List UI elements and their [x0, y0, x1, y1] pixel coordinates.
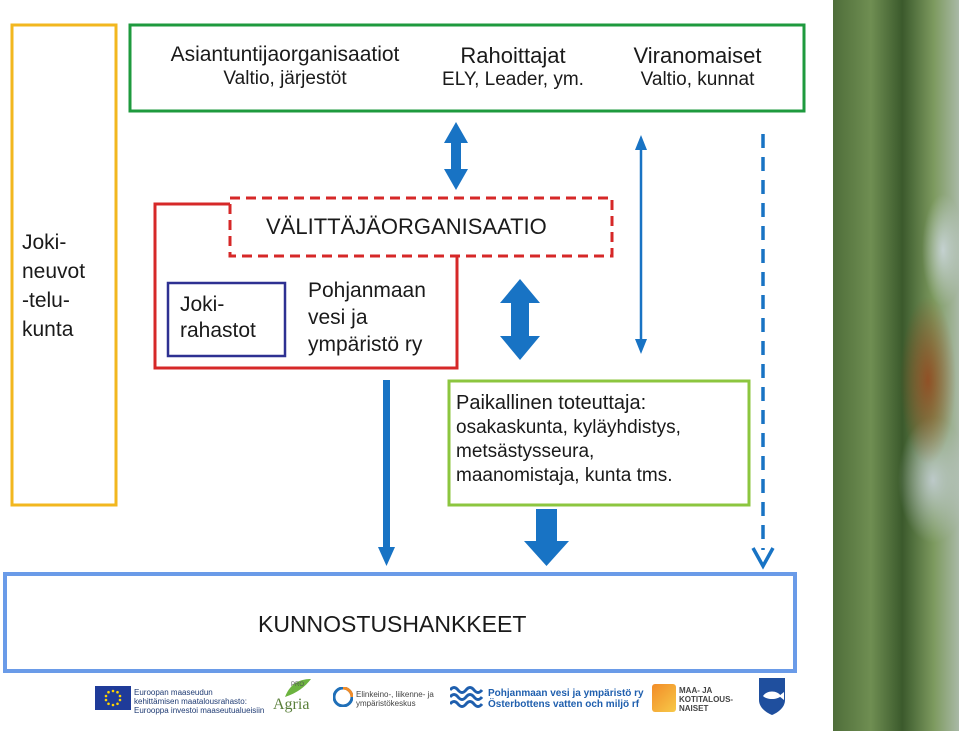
paikallinen-line-3: maanomistaja, kunta tms.: [456, 465, 673, 486]
paikallinen-line-1: osakaskunta, kyläyhdistys,: [456, 417, 681, 438]
top-organizations-box: [128, 23, 806, 113]
pohjanmaan-label: Pohjanmaan vesi ja ympäristö ry: [308, 277, 426, 358]
jokirahastot-label: Joki- rahastot: [180, 292, 256, 344]
pohjanmaan-line-1: Pohjanmaan: [308, 279, 426, 302]
neuvottelukunta-line-1: Joki-: [22, 231, 67, 254]
arrow-pohjanmaan-down: [378, 380, 395, 566]
pohjanmaan-line-3: ympäristö ry: [308, 333, 423, 356]
neuvottelukunta-label: Joki- neuvot -telu- kunta: [22, 228, 112, 344]
agria-name: Agria: [273, 696, 310, 713]
arrow-paikallinen-down: [524, 509, 569, 566]
rahoittajat-title: Rahoittajat: [460, 43, 566, 68]
kunnostus-label: KUNNOSTUSHANKKEET: [258, 611, 527, 637]
jokirahastot-line-1: Joki-: [180, 293, 225, 316]
eu-text-line-1: Euroopan maaseudun: [134, 688, 213, 697]
asiantuntijat-group: Asiantuntijaorganisaatiot Valtio, järjes…: [150, 42, 420, 91]
valittaja-label: VÄLITTÄJÄORGANISAATIO: [266, 214, 547, 239]
maa-text-line-2: KOTITALOUS-: [679, 695, 734, 704]
paikallinen-title: Paikallinen toteuttaja:: [456, 392, 647, 414]
neuvottelukunta-line-2: neuvot: [22, 260, 86, 283]
valittaja-dashed-box: [228, 196, 614, 258]
red-frame: [153, 202, 459, 370]
maa-icon: [652, 684, 676, 712]
kunnostus-box: [3, 572, 797, 673]
ely-text-line-2: ympäristökeskus: [356, 699, 416, 708]
eu-flag-icon: [95, 686, 131, 710]
neuvottelukunta-box: [10, 23, 118, 507]
pvy-text-line-2: Österbottens vatten och miljö rf: [488, 699, 640, 710]
pvy-text: Pohjanmaan vesi ja ympäristö ry Österbot…: [488, 688, 644, 710]
rahoittajat-group: Rahoittajat ELY, Leader, ym.: [423, 43, 603, 92]
large-double-arrow: [500, 279, 540, 360]
neuvottelukunta-line-4: kunta: [22, 318, 74, 341]
ely-icon: [333, 687, 353, 707]
asiantuntijat-title: Asiantuntijaorganisaatiot: [170, 43, 400, 66]
pvy-waves-icon: [450, 684, 484, 708]
eu-text-line-3: Eurooppa investoi maaseutualueisiin: [134, 706, 265, 715]
paikallinen-label: Paikallinen toteuttaja: osakaskunta, kyl…: [456, 391, 681, 488]
river-photo: [833, 0, 959, 731]
ely-text-line-1: Elinkeino-, liikenne- ja: [356, 690, 434, 699]
thin-double-arrow-viranomaiset: [635, 135, 647, 354]
viranomaiset-subtitle: Valtio, kunnat: [640, 69, 755, 90]
eu-text-line-2: kehittämisen maatalousrahasto:: [134, 697, 247, 706]
ely-text: Elinkeino-, liikenne- ja ympäristökeskus: [356, 690, 434, 708]
viranomaiset-group: Viranomaiset Valtio, kunnat: [610, 43, 785, 92]
paikallinen-line-2: metsästysseura,: [456, 441, 595, 462]
rahoittajat-subtitle: ELY, Leader, ym.: [442, 69, 584, 90]
eu-text: Euroopan maaseudun kehittämisen maatalou…: [134, 688, 264, 715]
fish-crest-icon: [757, 676, 787, 716]
maa-text-line-3: NAISET: [679, 704, 709, 713]
maa-text-line-1: MAA- JA: [679, 686, 713, 695]
jokirahastot-box: [166, 281, 287, 358]
pohjanmaan-line-2: vesi ja: [308, 306, 368, 329]
viranomaiset-title: Viranomaiset: [633, 43, 762, 68]
asiantuntijat-subtitle: Valtio, järjestöt: [223, 68, 347, 89]
paikallinen-box: [447, 379, 751, 507]
maa-text: MAA- JA KOTITALOUS- NAISET: [679, 686, 733, 713]
pvy-text-line-1: Pohjanmaan vesi ja ympäristö ry: [488, 688, 644, 699]
agria-leaf-icon: [283, 677, 313, 699]
agria-prefix: PRO: [291, 682, 305, 688]
dashed-arrow-right: [751, 134, 775, 570]
double-arrow-rahoittajat: [444, 122, 468, 190]
jokirahastot-line-2: rahastot: [180, 319, 256, 342]
neuvottelukunta-line-3: -telu-: [22, 289, 70, 312]
